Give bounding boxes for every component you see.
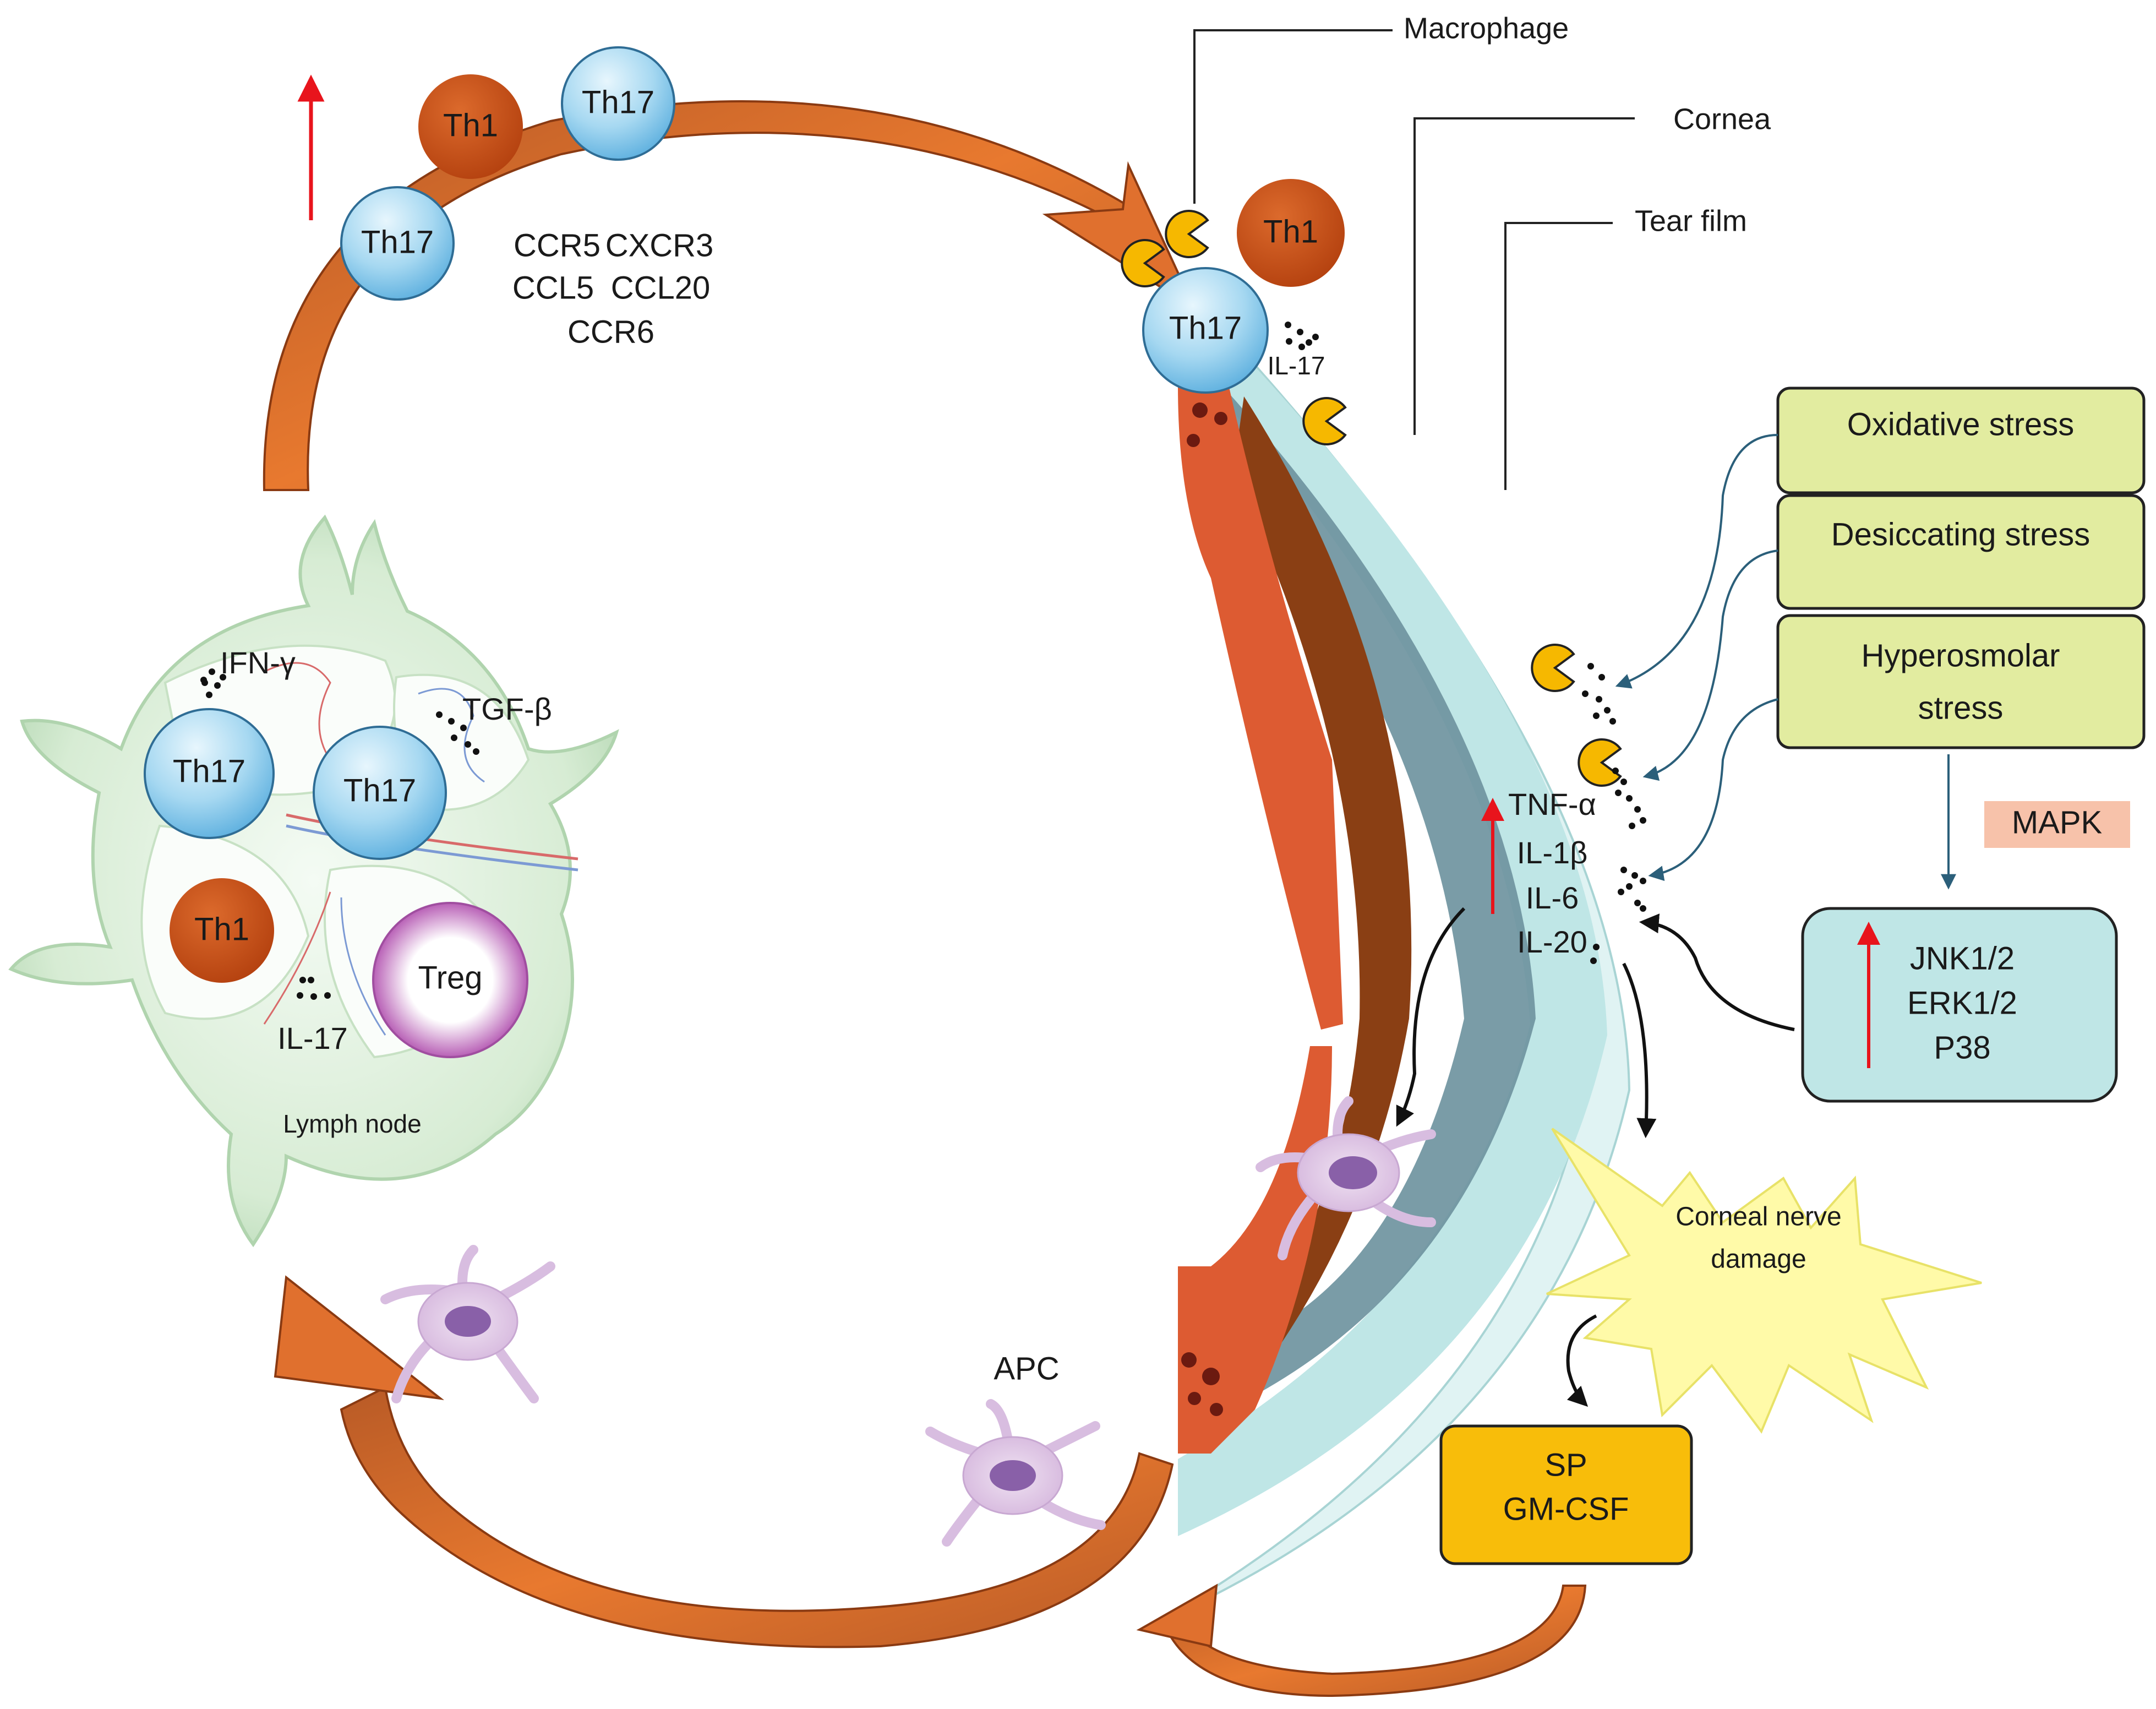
apc-label: APC (994, 1351, 1059, 1386)
il17-dots-eye (1285, 322, 1319, 350)
il17-node-label: IL-17 (277, 1021, 348, 1055)
chemokine-ccl20: CCL20 (611, 270, 711, 306)
cytokine-il6: IL-6 (1526, 880, 1579, 915)
corneal-nerve-damage-burst (1546, 1128, 1982, 1434)
il17-eye-label: IL-17 (1268, 351, 1325, 380)
th1-label: Th1 (1263, 214, 1318, 249)
th17-cell (561, 46, 675, 161)
recruitment-arrow-bottom (274, 1275, 1174, 1648)
th17-cell (340, 186, 455, 301)
th17-label: Th17 (1169, 310, 1242, 346)
th1-cell (418, 74, 523, 179)
mapk-tag (1984, 801, 2130, 848)
apc-cell (925, 1399, 1106, 1547)
th1-cell (1237, 179, 1345, 287)
mapk-jnk: JNK1/2 (1910, 940, 2015, 976)
th1-label: Th1 (194, 911, 249, 947)
ifn-dots (200, 668, 226, 698)
nerve-damage-label-2: damage (1711, 1245, 1806, 1274)
apc-cell (1256, 1096, 1436, 1260)
arrow-nerve-to-sp (1566, 1314, 1597, 1407)
mapk-label: MAPK (2012, 804, 2103, 840)
th17-label: Th17 (582, 84, 654, 120)
chemokine-cxcr3: CXCR3 (605, 227, 714, 263)
gmcsf-label: GM-CSF (1503, 1491, 1629, 1527)
th17-label: Th17 (173, 753, 245, 789)
hyperosmolar-stress-label-2: stress (1918, 690, 2004, 726)
cytokine-il1b: IL-1β (1517, 835, 1588, 870)
cornea-layer (1178, 308, 1607, 1536)
macrophage-icon (1121, 239, 1165, 287)
th17-cell (144, 708, 275, 839)
cytokine-tnf: TNF-α (1508, 787, 1596, 821)
macrophage-icon (1531, 644, 1575, 692)
arrow-to-nerve (1622, 962, 1657, 1139)
arrow-to-apc (1396, 907, 1466, 1127)
treg-label: Treg (418, 960, 482, 995)
il17-dots-node (297, 977, 331, 1000)
macrophages (1121, 210, 1622, 787)
neuropeptide-arrow (1136, 1583, 1587, 1697)
macrophage-label: Macrophage (1404, 12, 1569, 45)
arrow-mapk-to-cornea (1639, 913, 1795, 1031)
lymph-node-label: Lymph node (283, 1109, 421, 1138)
mapk-erk: ERK1/2 (1907, 985, 2017, 1021)
th17-cell (1142, 267, 1269, 394)
chemokine-ccr5: CCR5 (514, 227, 601, 263)
tgf-beta-label: TGF-β (462, 692, 552, 726)
tgf-dots (436, 711, 479, 755)
macrophage-icon (1578, 738, 1622, 787)
leader-lines (1193, 29, 1635, 490)
th17-cell (313, 726, 447, 860)
chemokine-ccl5: CCL5 (512, 270, 594, 306)
stroma-layer (1222, 385, 1536, 1409)
oxidative-stress-box (1776, 387, 2146, 494)
arrow-oxidative (1615, 434, 1778, 689)
hyperosmolar-stress-box (1776, 614, 2146, 749)
arrow-hyperosmolar (1648, 698, 1778, 881)
iris-layer (1233, 396, 1412, 1365)
treg-cell (372, 902, 528, 1058)
th17-label: Th17 (361, 224, 434, 260)
th1-cell (170, 878, 274, 983)
ciliary-body-upper (1178, 380, 1343, 1030)
tear-film-label: Tear film (1635, 204, 1747, 237)
hyperosmolar-stress-label-1: Hyperosmolar (1862, 638, 2060, 673)
desiccating-stress-label: Desiccating stress (1831, 516, 2090, 552)
sp-gmcsf-box (1439, 1424, 1693, 1565)
desiccating-stress-box (1776, 494, 2146, 610)
mapk-p38: P38 (1934, 1030, 1990, 1065)
th1-label: Th1 (443, 107, 498, 143)
chemokine-ccr6: CCR6 (567, 314, 654, 350)
cytokine-il20: IL-20 (1517, 924, 1587, 959)
nerve-damage-label-1: Corneal nerve (1675, 1202, 1842, 1232)
ciliary-body-lower (1178, 1046, 1332, 1454)
cornea-cytokine-dots (1582, 663, 1646, 964)
apc-cell (380, 1245, 555, 1403)
th17-label: Th17 (343, 772, 416, 808)
cornea-label: Cornea (1673, 102, 1771, 135)
arrow-desiccating (1642, 549, 1778, 781)
macrophage-icon (1165, 210, 1209, 258)
macrophage-icon (1302, 397, 1347, 445)
oxidative-stress-label: Oxidative stress (1847, 406, 2075, 442)
mapk-box (1801, 907, 2118, 1103)
sp-label: SP (1544, 1447, 1587, 1483)
eye-section (1171, 274, 1631, 1614)
ifn-gamma-label: IFN-γ (220, 645, 296, 680)
